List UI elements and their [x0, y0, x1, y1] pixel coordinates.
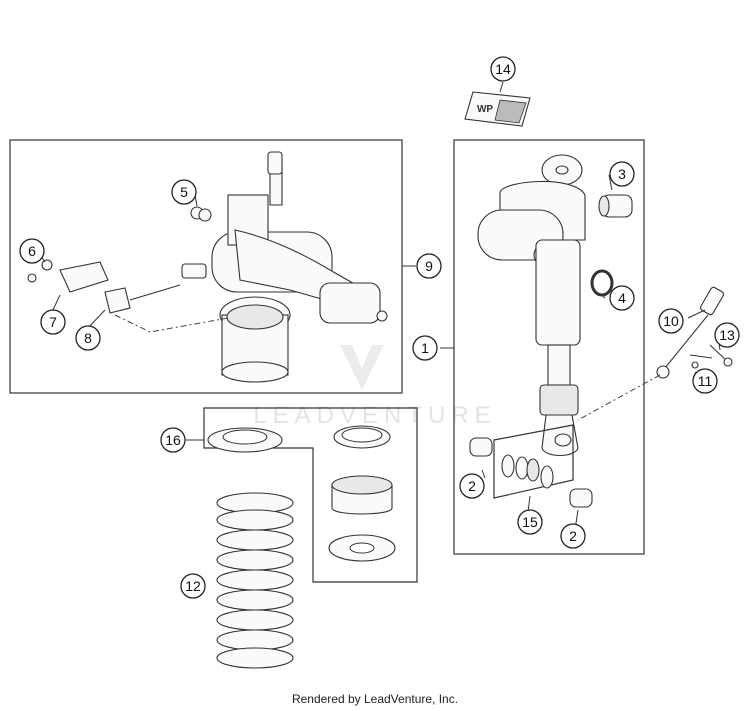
circlip-part [590, 269, 614, 297]
callout-14[interactable]: 14 [490, 56, 516, 82]
svg-text:13: 13 [719, 327, 735, 343]
svg-text:6: 6 [28, 243, 36, 259]
svg-text:8: 8 [84, 330, 92, 346]
callout-13[interactable]: 13 [714, 322, 740, 348]
callout-6[interactable]: 6 [19, 238, 45, 264]
callout-2-right[interactable]: 2 [560, 523, 586, 549]
callout-2-left[interactable]: 2 [459, 473, 485, 499]
svg-text:2: 2 [569, 528, 577, 544]
svg-text:15: 15 [522, 514, 538, 530]
callout-1[interactable]: 1 [412, 335, 438, 361]
group-frame-1 [453, 139, 645, 555]
callout-16[interactable]: 16 [160, 427, 186, 453]
callout-12[interactable]: 12 [180, 573, 206, 599]
svg-text:7: 7 [49, 314, 57, 330]
callout-11[interactable]: 11 [692, 368, 718, 394]
callout-8[interactable]: 8 [75, 325, 101, 351]
sticker-label: WP [477, 104, 493, 115]
footer-credit: Rendered by LeadVenture, Inc. [291, 692, 459, 706]
svg-text:4: 4 [618, 290, 626, 306]
bushing-part [598, 194, 633, 218]
watermark-logo [340, 345, 384, 390]
group-frame-16 [203, 407, 418, 583]
svg-text:10: 10 [663, 313, 679, 329]
spacer-parts [469, 424, 593, 508]
callout-3[interactable]: 3 [609, 161, 635, 187]
svg-text:14: 14 [495, 61, 511, 77]
callout-10[interactable]: 10 [658, 308, 684, 334]
svg-text:11: 11 [698, 373, 713, 389]
svg-text:2: 2 [468, 478, 476, 494]
callout-5[interactable]: 5 [171, 179, 197, 205]
control-unit [27, 151, 388, 383]
sensor-part [577, 286, 733, 421]
callout-7[interactable]: 7 [40, 309, 66, 335]
svg-text:16: 16 [165, 432, 181, 448]
svg-text:12: 12 [185, 578, 201, 594]
svg-text:3: 3 [618, 166, 626, 182]
watermark-text: LEADVENTURE [253, 402, 496, 429]
spring-seat-parts [207, 425, 396, 562]
callout-9[interactable]: 9 [416, 253, 442, 279]
svg-text:9: 9 [425, 258, 433, 274]
callout-4[interactable]: 4 [609, 285, 635, 311]
watermark: LEADVENTURE [253, 345, 496, 429]
svg-text:5: 5 [180, 184, 188, 200]
svg-text:1: 1 [421, 340, 429, 356]
spring-part [216, 492, 294, 669]
shock-absorber [477, 154, 586, 457]
sticker-part: WP [464, 91, 531, 127]
callout-15[interactable]: 15 [517, 509, 543, 535]
